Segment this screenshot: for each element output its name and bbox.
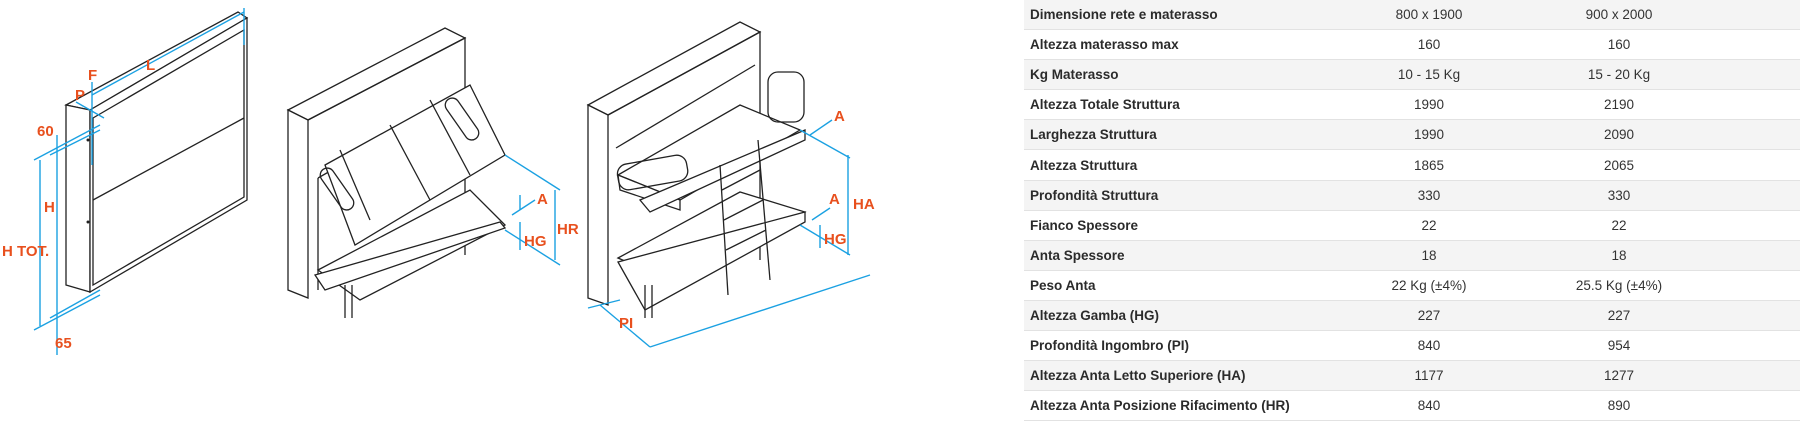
value-800: 1865: [1413, 157, 1445, 173]
value-900: 160: [1607, 37, 1631, 53]
row-label: Larghezza Struttura: [1030, 127, 1157, 143]
table-row: Peso Anta 22 Kg (±4%) 25.5 Kg (±4%): [1024, 270, 1800, 301]
label-60: 60: [37, 123, 54, 140]
row-label: Altezza Anta Letto Superiore (HA): [1030, 368, 1246, 384]
label-L: L: [146, 57, 155, 74]
label-PI: PI: [619, 315, 633, 332]
row-label: Peso Anta: [1030, 277, 1096, 293]
row-label: Profondità Struttura: [1030, 187, 1159, 203]
row-label: Profondità Ingombro (PI): [1030, 338, 1189, 354]
row-label: Altezza Struttura: [1030, 157, 1138, 173]
table-row: Anta Spessore 18 18: [1024, 240, 1800, 271]
value-800: 227: [1417, 307, 1441, 323]
label-HG: HG: [524, 233, 547, 250]
value-800: 1990: [1413, 127, 1445, 143]
value-800: 800 x 1900: [1395, 7, 1463, 23]
row-label: Altezza Anta Posizione Rifacimento (HR): [1030, 398, 1290, 414]
value-800: 22 Kg (±4%): [1391, 277, 1467, 293]
row-label: Altezza Gamba (HG): [1030, 307, 1160, 323]
table-row: Profondità Ingombro (PI) 840 954: [1024, 331, 1800, 362]
table-row: Altezza Struttura 1865 2065: [1024, 150, 1800, 181]
table-row: Altezza Gamba (HG) 227 227: [1024, 300, 1800, 332]
value-900: 2090: [1603, 127, 1635, 143]
label-HA: HA: [853, 196, 875, 213]
value-800: 1177: [1414, 368, 1444, 384]
table-row: Altezza Anta Posizione Rifacimento (HR) 8…: [1024, 391, 1800, 421]
value-800: 160: [1417, 37, 1441, 53]
label-HR: HR: [557, 221, 579, 238]
row-label: Dimensione rete e materasso: [1030, 7, 1218, 23]
table-row: Altezza Totale Struttura 1990 2190: [1024, 90, 1800, 121]
value-900: 890: [1607, 398, 1631, 414]
table-row: Kg Materasso 10 - 15 Kg 15 - 20 Kg: [1024, 60, 1800, 91]
value-800: 1990: [1413, 97, 1445, 113]
value-900: 954: [1607, 338, 1631, 354]
table-row: Altezza Anta Letto Superiore (HA) 1177 127…: [1024, 361, 1800, 392]
value-900: 2065: [1603, 157, 1635, 173]
table-row: Fianco Spessore 22 22: [1024, 210, 1800, 241]
value-900: 22: [1611, 217, 1627, 233]
closed-bed-drawing: F L P 60 H TOT. H 65: [2, 8, 249, 355]
value-800: 840: [1417, 338, 1441, 354]
label-A-bottom: A: [829, 191, 840, 208]
value-800: 330: [1417, 187, 1441, 203]
value-900: 2190: [1603, 97, 1635, 113]
label-P: P: [75, 87, 85, 104]
value-900: 900 x 2000: [1585, 7, 1653, 23]
value-900: 18: [1611, 247, 1627, 263]
value-800: 840: [1417, 398, 1441, 414]
label-h: H: [44, 199, 55, 216]
label-A: A: [537, 191, 548, 208]
value-800: 22: [1421, 217, 1437, 233]
value-900: 330: [1607, 187, 1631, 203]
open-bunk-drawing: A HA A HG PI: [586, 21, 875, 348]
row-label: Altezza materasso max: [1030, 37, 1179, 53]
open-single-drawing: A HR HG: [286, 27, 579, 318]
technical-drawings: F L P 60 H TOT. H 65 A HR HG: [2, 8, 875, 355]
value-900: 25.5 Kg (±4%): [1575, 277, 1663, 293]
table-row: Dimensione rete e materasso 800 x 1900 900…: [1024, 0, 1800, 31]
row-label: Fianco Spessore: [1030, 217, 1139, 233]
value-900: 1277: [1603, 368, 1635, 384]
table-row: Altezza materasso max 160 160: [1024, 30, 1800, 61]
label-A-top: A: [834, 108, 845, 125]
row-label: Kg Materasso: [1030, 67, 1119, 83]
value-800: 18: [1421, 247, 1437, 263]
value-800: 10 - 15 Kg: [1397, 67, 1461, 83]
table-row: Larghezza Struttura 1990 2090: [1024, 120, 1800, 151]
label-h-tot: H TOT.: [2, 243, 49, 260]
row-label: Anta Spessore: [1030, 247, 1125, 263]
spec-table: Dimensione rete e materasso 800 x 1900 900…: [1024, 0, 1800, 421]
label-F: F: [88, 67, 97, 84]
row-label: Altezza Totale Struttura: [1030, 97, 1180, 113]
value-900: 15 - 20 Kg: [1587, 67, 1651, 83]
value-900: 227: [1607, 307, 1631, 323]
label-65: 65: [55, 335, 72, 352]
table-row: Profondità Struttura 330 330: [1024, 180, 1800, 211]
label-HG: HG: [824, 231, 847, 248]
